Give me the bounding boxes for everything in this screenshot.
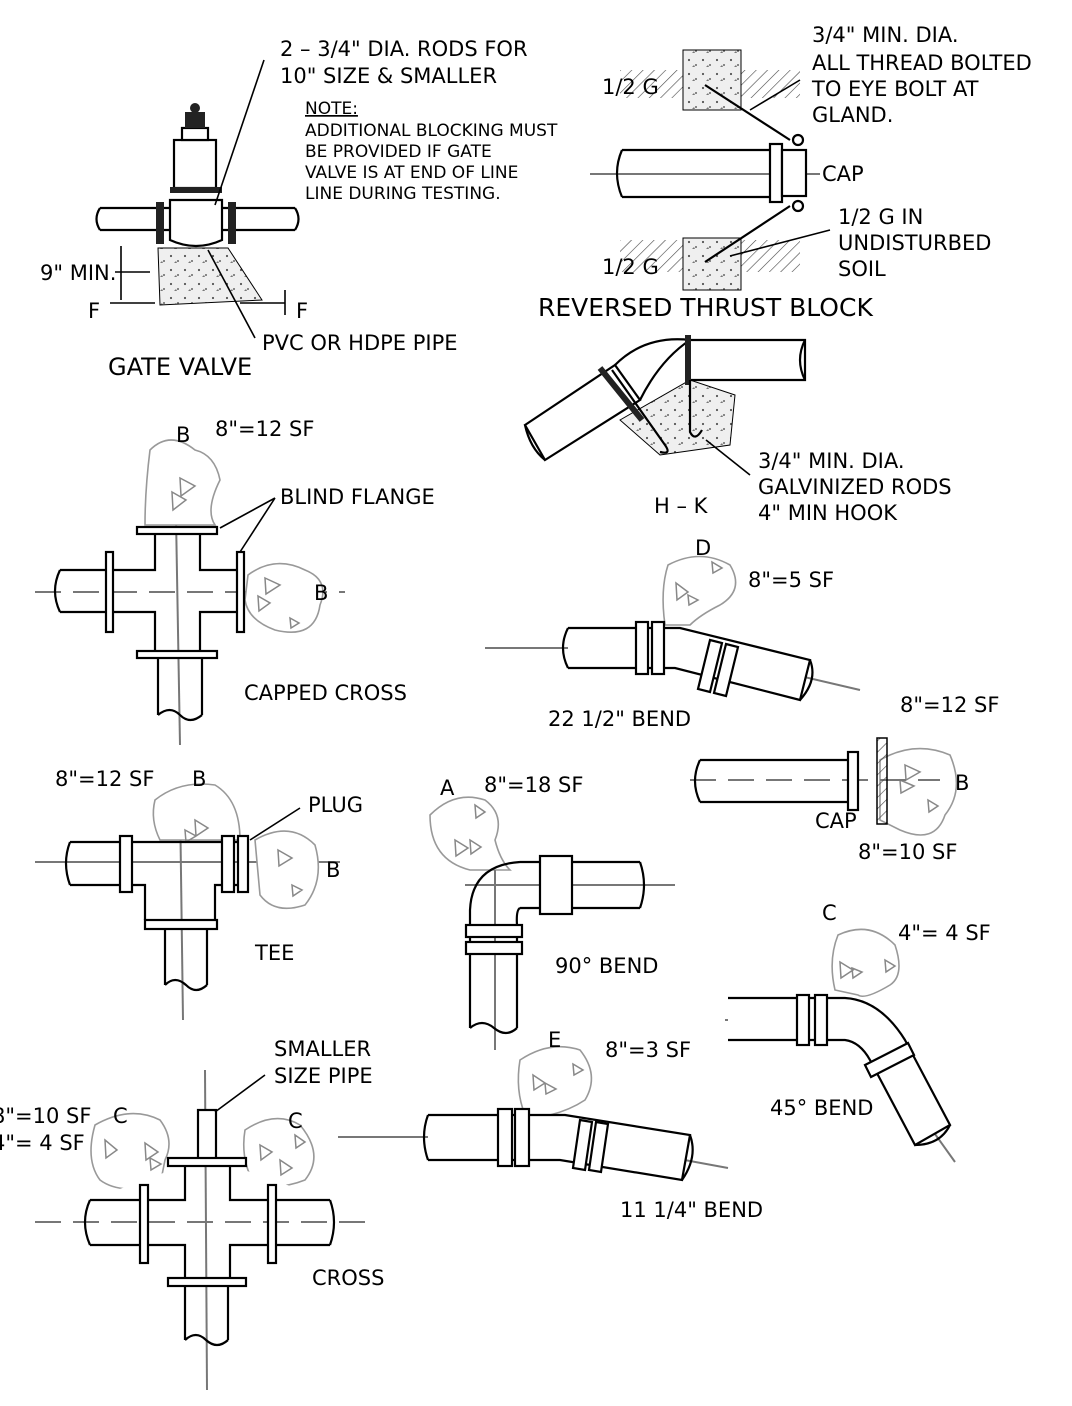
hk-title: H – K [654, 494, 709, 518]
rod-note-line-2: ALL THREAD BOLTED [812, 51, 1032, 75]
bend-45-block: C [822, 901, 837, 925]
note-line-1: ADDITIONAL BLOCKING MUST [305, 121, 558, 141]
bend-11-block: E [548, 1028, 561, 1052]
bend-22-area: 8"=5 SF [748, 568, 834, 592]
tee-title: TEE [254, 941, 294, 965]
f-left-label: F [88, 299, 100, 323]
cross-area-8: 8"=10 SF [0, 1104, 91, 1128]
cross-block-right: C [288, 1109, 303, 1133]
bend-90-block: A [440, 776, 455, 800]
cap-label: CAP [822, 162, 864, 186]
rod-note-line-4: GLAND. [812, 103, 893, 127]
capped-cross-block-top: B [176, 423, 190, 447]
bend-22-block: D [695, 536, 711, 560]
bend-11-title: 11 1/4" BEND [620, 1198, 763, 1222]
bend-11-area: 8"=3 SF [605, 1038, 691, 1062]
tee-detail: 8"=12 SF B PLUG B TEE [35, 767, 363, 1021]
bend-22-title: 22 1/2" BEND [548, 707, 691, 731]
hk-rod-note-line-1: 3/4" MIN. DIA. [758, 449, 905, 473]
hk-rod-note-line-2: GALVINIZED RODS [758, 475, 952, 499]
min-depth-label: 9" MIN. [40, 261, 116, 285]
hk-bend-detail: 3/4" MIN. DIA. GALVINIZED RODS 4" MIN HO… [523, 335, 952, 525]
cap-detail-area-top: 8"=12 SF [900, 693, 999, 717]
cap-detail: 8"=12 SF B CAP 8"=10 SF [690, 693, 999, 864]
half-g-top-label: 1/2 G [602, 75, 659, 99]
cross-title: CROSS [312, 1266, 384, 1290]
gate-valve-thrust-block [157, 247, 263, 306]
smaller-line-2: SIZE PIPE [274, 1064, 373, 1088]
bend-90-area: 8"=18 SF [484, 773, 583, 797]
capped-cross-detail: B 8"=12 SF BLIND FLANGE B CAPPED CROSS [35, 417, 435, 746]
plug-label: PLUG [308, 793, 363, 817]
f-right-label: F [296, 299, 308, 323]
note-line-3: VALVE IS AT END OF LINE [305, 163, 518, 183]
soil-note-line-1: 1/2 G IN [838, 205, 923, 229]
tee-block-right: B [326, 858, 340, 882]
capped-cross-title: CAPPED CROSS [244, 681, 407, 705]
bend-90-detail: A 8"=18 SF 90° BEND [429, 773, 675, 1050]
bend-90-title: 90° BEND [555, 954, 658, 978]
tee-area: 8"=12 SF [55, 767, 154, 791]
rod-note-line-3: TO EYE BOLT AT [811, 77, 979, 101]
note-line-2: BE PROVIDED IF GATE [305, 142, 492, 162]
bend-45-detail: C 4"= 4 SF 45° BEND [725, 901, 991, 1163]
hk-rod-note-line-3: 4" MIN HOOK [758, 501, 898, 525]
rods-note-line-2: 10" SIZE & SMALLER [280, 64, 497, 88]
bend-11-detail: E 8"=3 SF 11 1/4" BEND [338, 1028, 763, 1222]
reversed-thrust-block-title: REVERSED THRUST BLOCK [538, 293, 873, 322]
gate-valve-title: GATE VALVE [108, 353, 252, 381]
pvc-pipe-label: PVC OR HDPE PIPE [262, 331, 458, 355]
soil-note-line-2: UNDISTURBED [838, 231, 991, 255]
gate-valve-detail: 2 – 3/4" DIA. RODS FOR 10" SIZE & SMALLE… [40, 37, 558, 381]
bend-22-detail: D 8"=5 SF 22 1/2" BEND [485, 536, 861, 731]
rods-note-line-1: 2 – 3/4" DIA. RODS FOR [280, 37, 528, 61]
bend-45-title: 45° BEND [770, 1096, 873, 1120]
note-heading: NOTE: [305, 99, 358, 119]
half-g-bottom-label: 1/2 G [602, 255, 659, 279]
cross-area-4: 4"= 4 SF [0, 1131, 85, 1155]
bend-45-area: 4"= 4 SF [898, 921, 991, 945]
note-line-4: LINE DURING TESTING. [305, 184, 501, 204]
cap-detail-area-bottom: 8"=10 SF [858, 840, 957, 864]
blind-flange-label: BLIND FLANGE [280, 485, 435, 509]
cap-detail-cap: CAP [815, 809, 857, 833]
cross-detail: SMALLER SIZE PIPE 8"=10 SF C 4"= 4 SF C … [0, 1037, 384, 1391]
soil-note-line-3: SOIL [838, 257, 886, 281]
cap-detail-block: B [955, 771, 969, 795]
cross-block-left: C [113, 1104, 128, 1128]
tee-block-top: B [192, 767, 206, 791]
reversed-thrust-block-detail: 3/4" MIN. DIA. ALL THREAD BOLTED TO EYE … [538, 23, 1032, 322]
capped-cross-block-right: B [314, 581, 328, 605]
smaller-line-1: SMALLER [274, 1037, 371, 1061]
rod-note-line-1: 3/4" MIN. DIA. [812, 23, 959, 47]
capped-cross-area: 8"=12 SF [215, 417, 314, 441]
